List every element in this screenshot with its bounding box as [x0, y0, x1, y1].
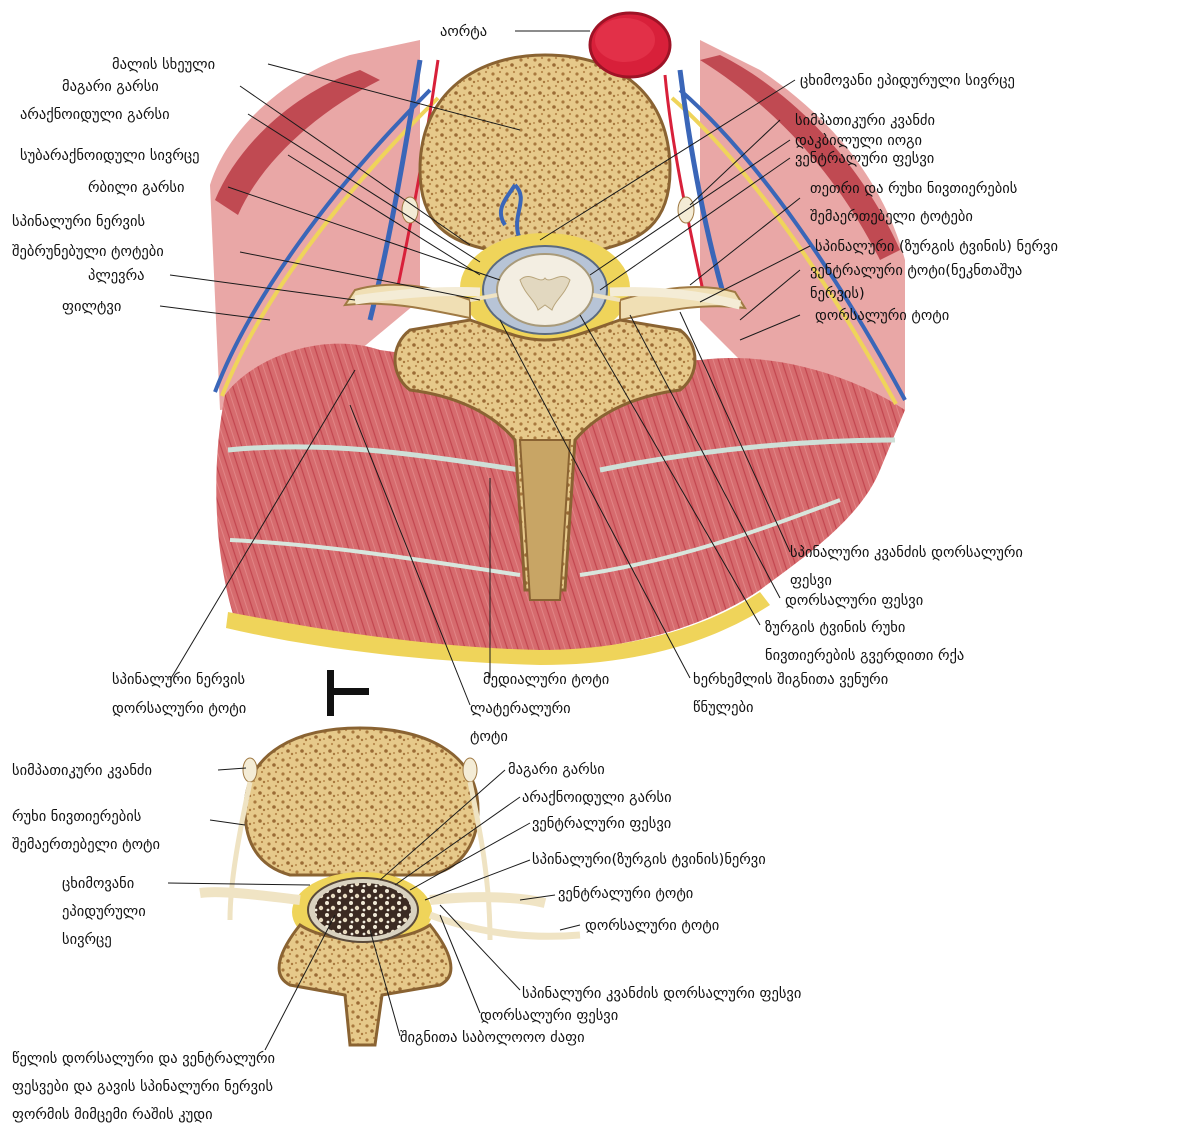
- label-recurrent-branches-2: შებრუნებული ტოტები: [12, 243, 164, 260]
- label-lower-dura: მაგარი გარსი: [508, 761, 605, 778]
- label-epidural-space: ცხიმოვანი ეპიდურული სივრცე: [800, 72, 1015, 89]
- label-ventral-ramus-2: ნერვის): [810, 285, 865, 302]
- label-lower-epidural-2: ეპიდურული: [62, 903, 146, 920]
- label-pia-mater: რბილი გარსი: [88, 179, 185, 196]
- label-lower-cauda-2: ფესვები და გავის სპინალური ნერვის: [12, 1078, 273, 1095]
- label-lower-cauda-1: წელის დორსალური და ვენტრალური: [12, 1050, 275, 1067]
- label-recurrent-branches-1: სპინალური ნერვის: [12, 213, 145, 230]
- label-lower-dorsal-root: დორსალური ფესვი: [480, 1007, 618, 1024]
- label-venous-plexus-2: წნულები: [693, 700, 753, 716]
- spinous-process: [520, 440, 570, 600]
- label-lateral-horn-2: ნივთიერების გვერდითი რქა: [765, 647, 964, 664]
- cauda-equina: [315, 883, 411, 937]
- label-denticulate-ligament: დაკბილული იოგი: [795, 133, 922, 149]
- label-sympathetic-ganglion: სიმპათიკური კვანძი: [795, 112, 935, 129]
- label-lower-epidural-1: ცხიმოვანი: [62, 876, 134, 892]
- label-venous-plexus-1: ხერხემლის შიგნითა ვენური: [693, 671, 888, 688]
- label-dorsal-ramus: დორსალური ტოტი: [815, 307, 949, 324]
- label-lower-epidural-3: სივრცე: [62, 931, 112, 948]
- label-arachnoid: არაქნოიდული გარსი: [20, 106, 170, 123]
- label-ventral-ramus-1: ვენტრალური ტოტი(ნეკნთაშუა: [810, 262, 1022, 279]
- label-dorsal-ramus-spinal-1: სპინალური ნერვის: [112, 671, 245, 688]
- lumbar-vertebral-body: [245, 728, 478, 875]
- label-aorta: აორტა: [440, 23, 487, 40]
- label-lower-gray-ramus-2: შემაერთებელი ტოტი: [12, 836, 160, 853]
- label-lower-spinal-nerve: სპინალური(ზურგის ტვინის)ნერვი: [532, 851, 766, 868]
- upper-thoracic-section: [210, 13, 905, 665]
- label-lateral-branch-2: ტოტი: [470, 729, 508, 745]
- lumbar-sympathetic-ganglion-right: [463, 758, 477, 782]
- label-vertebral-body: მალის სხეული: [112, 57, 215, 73]
- gray-ramus-left: [230, 782, 250, 920]
- lumbar-nerve-left: [200, 892, 300, 900]
- label-spinal-nerve: სპინალური (ზურგის ტვინის) ნერვი: [815, 238, 1058, 255]
- label-lower-arachnoid: არაქნოიდული გარსი: [522, 789, 672, 806]
- label-rami-communicantes-1: თეთრი და რუხი ნივთიერების: [810, 180, 1017, 197]
- section-marker: [327, 670, 369, 716]
- label-lower-filum-terminale: შიგნითა საბოლოოო ძაფი: [400, 1030, 585, 1046]
- lumbar-sympathetic-ganglion-left: [243, 758, 257, 782]
- label-dorsal-root: დორსალური ფესვი: [785, 592, 923, 609]
- label-spinal-ganglion-root-1: სპინალური კვანძის დორსალური: [790, 544, 1023, 561]
- sympathetic-ganglion-left: [402, 197, 418, 223]
- label-lateral-horn-1: ზურგის ტვინის რუხი: [765, 619, 905, 636]
- aorta-lumen: [595, 18, 655, 62]
- label-lower-ventral-ramus: ვენტრალური ტოტი: [558, 885, 693, 902]
- label-dorsal-ramus-spinal-2: დორსალური ტოტი: [112, 700, 246, 717]
- gray-ramus-right: [470, 782, 490, 940]
- label-lower-gray-ramus-1: რუხი ნივთიერების: [12, 808, 141, 825]
- label-medial-branch: მედიალური ტოტი: [483, 671, 609, 688]
- label-lower-dorsal-ramus: დორსალური ტოტი: [585, 917, 719, 934]
- label-lower-ventral-root: ვენტრალური ფესვი: [532, 815, 671, 832]
- lumbar-arch: [279, 925, 451, 1045]
- label-lower-spinal-ganglion-root: სპინალური კვანძის დორსალური ფესვი: [522, 985, 801, 1002]
- label-dura-mater: მაგარი გარსი: [62, 78, 159, 95]
- label-lung: ფილტვი: [62, 299, 121, 315]
- label-ventral-root: ვენტრალური ფესვი: [795, 150, 934, 167]
- label-pleura: პლევრა: [88, 267, 145, 284]
- label-lateral-branch-1: ლატერალური: [470, 700, 571, 717]
- label-lower-sympathetic-ganglion: სიმპათიკური კვანძი: [12, 762, 152, 779]
- label-subarachnoid-space: სუბარაქნოიდული სივრცე: [20, 147, 200, 164]
- label-rami-communicantes-2: შემაერთებელი ტოტები: [810, 208, 973, 225]
- vertebral-body: [420, 55, 670, 250]
- label-spinal-ganglion-root-2: ფესვი: [790, 573, 832, 589]
- label-lower-cauda-3: ფორმის მიმცემი რაშის კუდი: [12, 1106, 213, 1123]
